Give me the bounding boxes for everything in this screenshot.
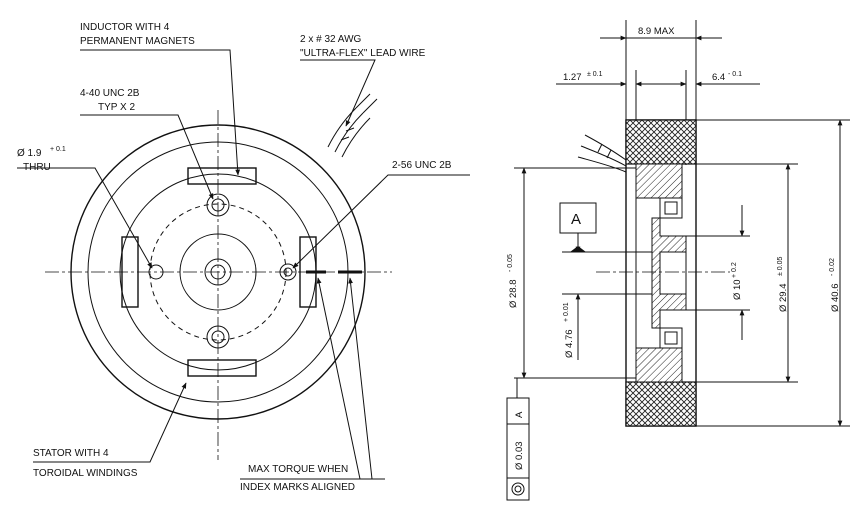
- torque-label-2: INDEX MARKS ALIGNED: [240, 482, 355, 493]
- leader-inductor: [80, 49, 241, 176]
- hole-label-1: Ø 1.9: [17, 148, 42, 159]
- dim-diameter-28-tol: - 0.05: [507, 254, 514, 272]
- tap-hole-right-inner: [283, 267, 293, 277]
- lead-wire-label-2: "ULTRA-FLEX" LEAD WIRE: [300, 48, 426, 59]
- dim-diameter-406: Ø 40.6: [830, 283, 841, 312]
- magnet-section-bottom: [659, 327, 683, 349]
- dim-right-offset: 6.4: [712, 72, 725, 83]
- magnet-left: [121, 236, 139, 308]
- torque-label-1: MAX TORQUE WHEN: [248, 464, 348, 475]
- leader-lead-wire: [300, 59, 376, 127]
- hole-label-2: THRU: [23, 162, 51, 173]
- dim-left-offset-tol: ± 0.1: [587, 71, 603, 78]
- dim-diameter-476-tol: + 0.01: [563, 302, 570, 322]
- dim-diameter-294: Ø 29.4: [778, 283, 789, 312]
- leader-stator: [33, 382, 187, 463]
- dim-diameter-10: Ø 10: [732, 279, 743, 300]
- stator-label-1: STATOR WITH 4: [33, 448, 109, 459]
- tap-hole-bottom-outer: [206, 325, 230, 349]
- datum-label: A: [571, 211, 581, 228]
- shaft-bore-section: [659, 251, 687, 295]
- feature-control-frame: A Ø 0.03: [506, 378, 530, 501]
- side-view: 8.9 MAX 1.27 ± 0.1 6.4 - 0.1: [506, 20, 850, 501]
- lead-wire-front: [327, 93, 378, 158]
- dim-diameter-10-tol: + 0.2: [731, 262, 738, 278]
- dim-diameter-476: Ø 4.76: [564, 329, 575, 358]
- tap-hole-top-outer: [206, 193, 230, 217]
- magnet-core-top: [664, 201, 678, 215]
- winding-section-bottom: [625, 381, 697, 427]
- tap-hole-right-outer: [279, 263, 297, 281]
- outer-housing-circle: [70, 124, 366, 420]
- winding-section-top: [625, 119, 697, 165]
- dim-width-max: 8.9 MAX: [638, 26, 675, 37]
- magnet-core-bottom: [664, 331, 678, 345]
- leader-hole: [17, 167, 153, 269]
- front-view: INDUCTOR WITH 4 PERMANENT MAGNETS 2 x # …: [17, 22, 470, 493]
- leader-tap-2: [292, 174, 470, 269]
- leader-torque-b: [348, 277, 373, 480]
- stator-label-2: TOROIDAL WINDINGS: [33, 468, 138, 479]
- magnet-bottom: [187, 359, 257, 377]
- dim-diameter-406-tol: - 0.02: [829, 258, 836, 276]
- rotor-section-top: [635, 163, 683, 199]
- dim-right-offset-tol: - 0.1: [728, 71, 742, 78]
- tap-1-label-1: 4-40 UNC 2B: [80, 88, 140, 99]
- tap-hole-bottom-inner: [211, 330, 225, 344]
- fcf-tolerance: Ø 0.03: [514, 441, 525, 470]
- dim-left-offset: 1.27: [563, 72, 582, 83]
- tap-1-label-2: TYP X 2: [98, 102, 135, 113]
- inductor-label-1: INDUCTOR WITH 4: [80, 22, 170, 33]
- dim-diameter-294-tol: ± 0.05: [777, 256, 784, 276]
- dim-diameter-28: Ø 28.8: [508, 279, 519, 308]
- tap-hole-top-inner: [211, 198, 225, 212]
- magnet-top: [187, 167, 257, 185]
- shaft-inner-circle: [210, 264, 226, 280]
- hole-label-tolerance: + 0.1: [50, 146, 66, 153]
- rotor-section-bottom: [635, 347, 683, 383]
- inductor-label-2: PERMANENT MAGNETS: [80, 36, 195, 47]
- leader-tap-1: [80, 114, 214, 200]
- concentricity-symbol-outer: [511, 482, 525, 496]
- magnet-section-top: [659, 197, 683, 219]
- shaft-bore-circle: [204, 258, 232, 286]
- thru-hole-left: [148, 264, 164, 280]
- tap-2-label: 2-56 UNC 2B: [392, 160, 452, 171]
- bolt-circle: [149, 203, 287, 341]
- lead-wire-side: [577, 134, 627, 173]
- lead-wire-label-1: 2 x # 32 AWG: [300, 34, 362, 45]
- leader-torque-a: [316, 277, 361, 480]
- fcf-datum: A: [514, 411, 525, 418]
- concentricity-symbol-inner: [514, 485, 522, 493]
- hub-outer-circle: [179, 233, 257, 311]
